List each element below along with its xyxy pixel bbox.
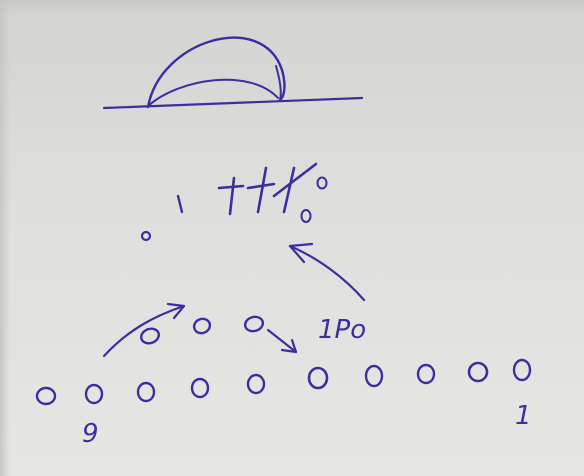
middle-circle [139, 326, 161, 345]
dome-back-edge [276, 66, 281, 100]
dot-mark [142, 232, 150, 240]
bottom-right-number: 1 [515, 401, 532, 431]
bottom-circle [366, 366, 382, 386]
bottom-row-circles [37, 360, 530, 404]
bottom-circle [86, 385, 102, 403]
bottom-left-number: 9 [82, 419, 99, 449]
stroke-sequence [142, 164, 327, 240]
arrow-to-strokes [290, 244, 364, 300]
small-circle-lower [302, 210, 311, 222]
stroke-one [178, 196, 182, 212]
bottom-circle [418, 365, 434, 383]
dome-outer-arc [148, 38, 284, 107]
arrow-shaft-right [290, 246, 364, 300]
arrow-head-right [290, 244, 312, 262]
dome-drawing [104, 38, 362, 108]
bottom-circle [514, 360, 530, 380]
middle-row-circles [139, 315, 296, 352]
count-label: 1Po [318, 315, 366, 345]
bottom-circle [138, 383, 154, 401]
bottom-circle [309, 368, 327, 388]
bottom-circle [469, 363, 487, 381]
cross-stroke-one [219, 178, 243, 214]
bottom-circle [37, 388, 55, 404]
dome-ground-line [104, 98, 362, 108]
middle-circle [192, 317, 212, 336]
cross-stroke-three [274, 164, 316, 212]
small-circle-upper [318, 178, 327, 189]
bottom-circle [248, 375, 264, 393]
bottom-circle [192, 379, 208, 397]
cross-stroke-two [248, 168, 274, 212]
middle-circle [243, 315, 264, 333]
